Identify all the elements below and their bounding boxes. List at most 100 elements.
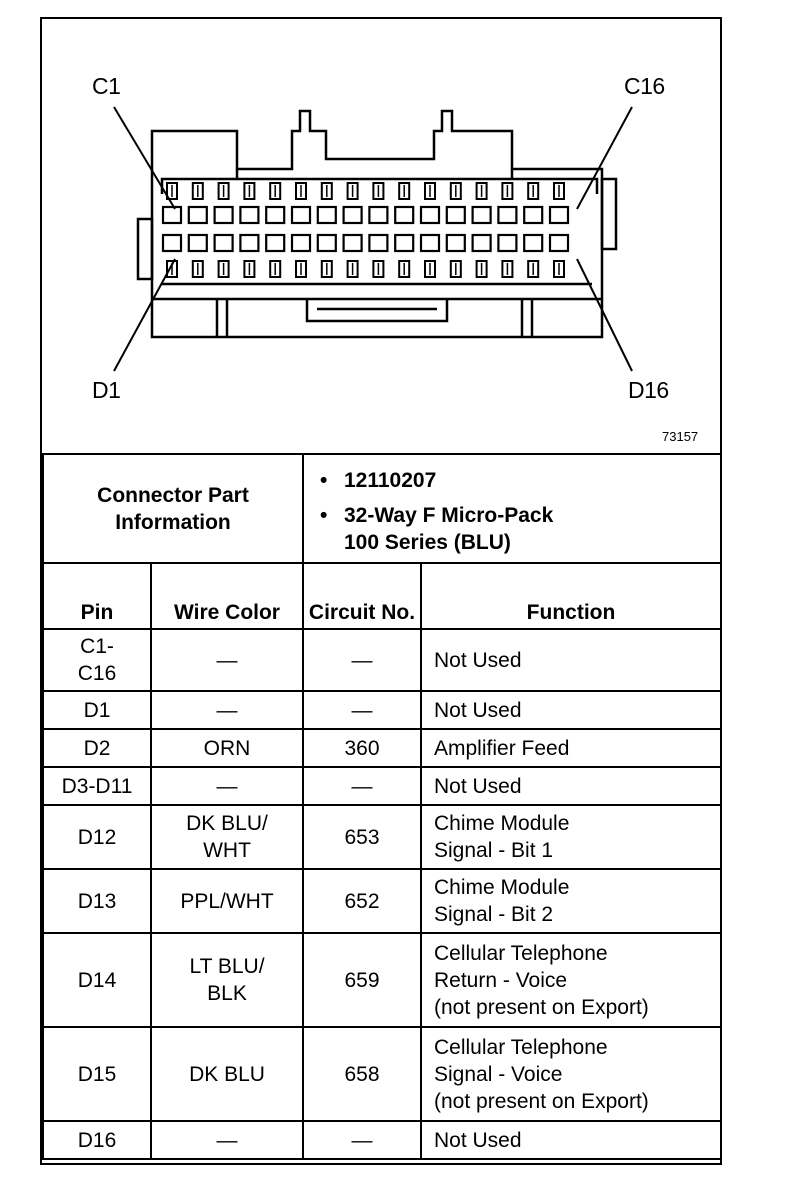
circuit-cell: — bbox=[302, 1120, 422, 1160]
d-row-cavity bbox=[316, 233, 337, 253]
circuit-cell: 659 bbox=[302, 932, 422, 1028]
circuit-cell: 360 bbox=[302, 728, 422, 768]
c-row-cavity bbox=[265, 205, 286, 225]
d-row-cavity bbox=[290, 233, 312, 253]
part-number: 12110207 bbox=[344, 469, 437, 492]
pin-cell: D3-D11 bbox=[42, 766, 152, 806]
pinout-table: Connector Part Information • 12110207 • 32… bbox=[42, 453, 723, 1160]
connector-diagram bbox=[113, 106, 633, 372]
d-row-cavity bbox=[419, 233, 441, 253]
table-row: D16——Not Used bbox=[42, 1120, 723, 1160]
c-row-latch-slot bbox=[243, 182, 256, 200]
function-cell: Chime Module Signal - Bit 1 bbox=[419, 804, 723, 870]
label-c16: C16 bbox=[624, 73, 665, 99]
circuit-cell: — bbox=[302, 690, 422, 730]
c-row-latch-slot bbox=[295, 182, 307, 200]
d-row-latch-slot bbox=[320, 260, 333, 278]
c-row-cavity bbox=[161, 205, 183, 225]
d-row-cavity bbox=[342, 233, 363, 253]
c-row-cavity bbox=[471, 205, 492, 225]
wire-color-cell: DK BLU bbox=[150, 1026, 304, 1122]
function-cell: Not Used bbox=[419, 1120, 723, 1160]
d-row-cavity bbox=[368, 233, 389, 253]
pin-cell: D12 bbox=[42, 804, 152, 870]
d-row-cavity bbox=[445, 233, 466, 253]
wire-color-cell: — bbox=[150, 690, 304, 730]
d-row-latch-slot bbox=[269, 260, 282, 278]
d-row-cavity bbox=[523, 233, 544, 253]
d-row-cavity bbox=[265, 233, 286, 253]
wire-color-cell: ORN bbox=[150, 728, 304, 768]
d-row-latch-slot bbox=[295, 260, 307, 278]
d-row-latch-slot bbox=[553, 260, 565, 278]
connector-info-row: Connector Part Information • 12110207 • 32… bbox=[42, 453, 723, 564]
c-row-cavity bbox=[497, 205, 518, 225]
c-row-latch-slot bbox=[501, 182, 514, 200]
connector-sheet: C1 C16 D1 D16 73157 Connector Part Infor… bbox=[40, 17, 723, 1165]
d-row-cavity bbox=[548, 233, 570, 253]
connector-info-items: • 12110207 • 32-Way F Micro-Pack 100 Serie… bbox=[301, 453, 723, 564]
leader-c1 bbox=[113, 106, 176, 210]
bullet-icon: • bbox=[320, 469, 328, 492]
wire-color-cell: — bbox=[150, 766, 304, 806]
c-row-cavity bbox=[548, 205, 570, 225]
circuit-cell: 652 bbox=[302, 868, 422, 934]
table-row: D1——Not Used bbox=[42, 690, 723, 730]
c-row-cavity bbox=[213, 205, 234, 225]
d-row-cavity bbox=[187, 233, 208, 253]
pin-cell: D14 bbox=[42, 932, 152, 1028]
label-d16: D16 bbox=[628, 377, 669, 403]
pin-cell: D1 bbox=[42, 690, 152, 730]
c-row-latch-slot bbox=[527, 182, 540, 200]
c-row-cavity bbox=[394, 205, 415, 225]
d-row-cavity bbox=[394, 233, 415, 253]
circuit-cell: 653 bbox=[302, 804, 422, 870]
function-cell: Not Used bbox=[419, 766, 723, 806]
header-wire-color: Wire Color bbox=[150, 562, 304, 630]
c-row-latch-slot bbox=[424, 182, 436, 200]
wire-color-cell: PPL/WHT bbox=[150, 868, 304, 934]
function-cell: Chime Module Signal - Bit 2 bbox=[419, 868, 723, 934]
c-row-latch-slot bbox=[449, 182, 462, 200]
d-row-latch-slot bbox=[398, 260, 411, 278]
d-row-latch-slot bbox=[527, 260, 540, 278]
c-row-latch-slot bbox=[269, 182, 282, 200]
connector-info-title: Connector Part Information bbox=[42, 453, 304, 564]
label-c1: C1 bbox=[92, 73, 121, 99]
wire-color-cell: LT BLU/ BLK bbox=[150, 932, 304, 1028]
c-row-latch-slot bbox=[398, 182, 411, 200]
pin-cell: D15 bbox=[42, 1026, 152, 1122]
pin-cell: D13 bbox=[42, 868, 152, 934]
c-row-cavity bbox=[419, 205, 441, 225]
d-row-latch-slot bbox=[475, 260, 488, 278]
d-row-latch-slot bbox=[424, 260, 436, 278]
function-cell: Not Used bbox=[419, 690, 723, 730]
pin-cavities bbox=[161, 182, 570, 278]
d-row-latch-slot bbox=[449, 260, 462, 278]
d-row-latch-slot bbox=[243, 260, 256, 278]
header-circuit: Circuit No. bbox=[302, 562, 422, 630]
d-row-latch-slot bbox=[191, 260, 204, 278]
pin-cell: D16 bbox=[42, 1120, 152, 1160]
bullet-icon: • bbox=[320, 504, 328, 527]
c-row-cavity bbox=[445, 205, 466, 225]
connector-description: 32-Way F Micro-Pack 100 Series (BLU) bbox=[344, 504, 554, 554]
wire-color-cell: DK BLU/ WHT bbox=[150, 804, 304, 870]
c-row-cavity bbox=[187, 205, 208, 225]
c-row-cavity bbox=[523, 205, 544, 225]
c-row-latch-slot bbox=[475, 182, 488, 200]
pin-cell: C1- C16 bbox=[42, 628, 152, 692]
leader-d1 bbox=[113, 258, 176, 372]
c-row-cavity bbox=[342, 205, 363, 225]
d-row-latch-slot bbox=[346, 260, 359, 278]
function-cell: Cellular Telephone Signal - Voice (not p… bbox=[419, 1026, 723, 1122]
c-row-cavity bbox=[368, 205, 389, 225]
d-row-latch-slot bbox=[372, 260, 385, 278]
c-row-latch-slot bbox=[553, 182, 565, 200]
c-row-latch-slot bbox=[166, 182, 178, 200]
